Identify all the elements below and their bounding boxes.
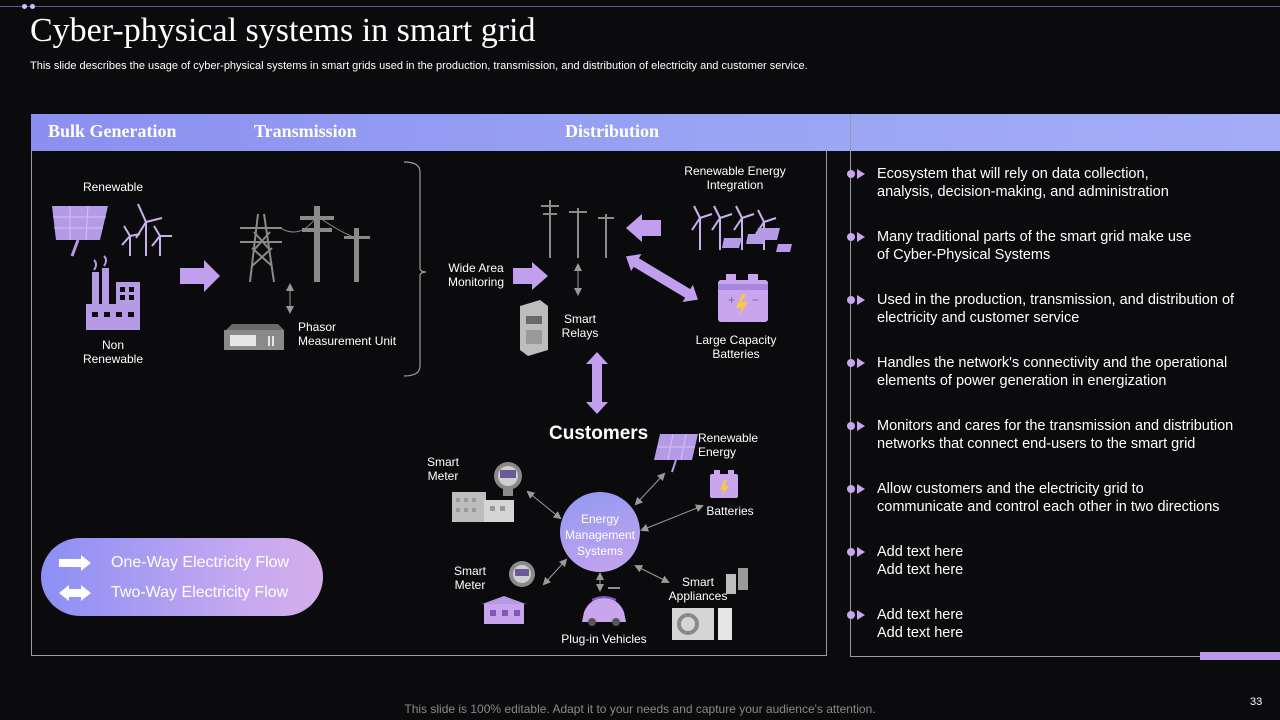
bullet-line-1: Used in the production, transmission, an… [877,292,1235,308]
label-smart-appliances: Smart Appliances [668,575,728,603]
decor-dot [30,4,35,9]
bullet-text: Handles the network's connectivity and t… [877,354,1277,390]
bullet-line-2: electricity and customer service [877,310,1080,326]
one-way-arrow-icon [513,262,548,290]
smart-meter-icon [494,462,522,496]
label-smart-relays: Smart Relays [561,312,599,340]
bullet-icon [847,484,865,494]
bullet-line-1: Handles the network's connectivity and t… [877,355,1228,371]
label-renewable-energy: Renewable Energy [698,431,759,459]
bullet-icon [847,232,865,242]
distribution-poles-icon [541,200,614,258]
two-way-arrow-icon [625,253,699,303]
bullet-text: Used in the production, transmission, an… [877,291,1277,327]
bullet-line-2: communicate and control each other in tw… [877,499,1220,515]
bullet-line-2: analysis, decision-making, and administr… [877,184,1169,200]
battery-icon: + − [718,274,768,322]
decor-dot [22,4,27,9]
solar-panel-icon [52,205,108,257]
label-renewable: Renewable [82,180,144,194]
label-plugin-vehicles: Plug-in Vehicles [561,632,647,646]
label-renewable-energy-integration: Renewable Energy Integration [684,164,786,192]
bullet-line-1: Monitors and cares for the transmission … [877,418,1234,434]
bullet-line-1: Allow customers and the electricity grid… [877,481,1144,497]
building-icon [452,492,514,522]
bullet-icon [847,169,865,179]
bullet-line-2: Add text here [877,625,964,641]
bullet-icon [847,358,865,368]
solar-array-icon [722,228,792,252]
bullet-icon [847,610,865,620]
page-number: 33 [1250,696,1263,708]
one-way-arrow-icon [59,555,91,571]
house-icon [482,596,526,624]
diagram-frame [31,150,827,656]
legend-one-way: One-Way Electricity Flow [111,554,290,571]
bullet-line-1: Add text here [877,544,964,560]
bullet-line-1: Many traditional parts of the smart grid… [877,229,1192,245]
solar-panel-icon [654,433,698,473]
bullet-icon [847,295,865,305]
battery-icon [710,470,738,498]
svg-text:−: − [752,293,759,307]
bullet-text: Ecosystem that will rely on data collect… [877,165,1277,201]
phasor-measurement-device-icon [224,324,284,350]
wind-farm-icon [691,205,777,250]
bullet-icon [847,421,865,431]
label-phasor-unit: Phasor Measurement Unit [298,320,397,348]
bullet-line-1: Ecosystem that will rely on data collect… [877,166,1149,182]
wind-turbine-icon [121,203,172,256]
label-smart-meter-1: Smart Meter [426,455,459,483]
smart-meter-icon [509,561,535,587]
two-way-arrow-icon [59,585,91,601]
bullet-text: Many traditional parts of the smart grid… [877,228,1277,264]
svg-text:+: + [728,293,735,307]
bullet-line-2: of Cyber-Physical Systems [877,247,1051,263]
divider-line [850,114,851,657]
one-way-arrow-icon [626,214,661,242]
legend-two-way: Two-Way Electricity Flow [111,584,289,601]
power-pole-icon [281,206,370,282]
label-energy-management-systems: Energy Management Systems [564,512,636,558]
bullet-text: Monitors and cares for the transmission … [877,417,1277,453]
label-non-renewable: Non Renewable [82,338,144,366]
bullet-line-2: elements of power generation in energiza… [877,373,1167,389]
bullet-text: Allow customers and the electricity grid… [877,480,1277,516]
header-distribution: Distribution [565,121,660,141]
bottom-rule [850,656,1200,657]
factory-icon [86,255,140,330]
header-bulk-generation: Bulk Generation [48,121,177,141]
header-transmission: Transmission [254,121,357,141]
label-wide-area-monitoring: Wide Area Monitoring [447,261,505,289]
bullet-icon [847,547,865,557]
bullet-line-2: networks that connect end-users to the s… [877,436,1196,452]
top-rule [0,6,1280,7]
transmission-tower-icon [240,213,282,283]
one-way-arrow-icon [180,260,220,292]
label-batteries: Batteries [706,504,754,518]
footer-note: This slide is 100% editable. Adapt it to… [404,702,876,716]
electric-car-icon [582,587,626,626]
label-large-capacity-batteries: Large Capacity Batteries [695,333,777,361]
header-bar [31,114,1280,151]
bracket [403,161,427,377]
slide-subtitle: This slide describes the usage of cyber-… [30,60,808,72]
smart-relay-icon [520,300,548,356]
two-way-arrow-icon [586,352,608,414]
bullet-line-2: Add text here [877,562,964,578]
label-customers: Customers [549,423,649,444]
appliance-icon [672,568,748,640]
legend: One-Way Electricity Flow Two-Way Electri… [41,538,323,616]
bullet-line-1: Add text here [877,607,964,623]
accent-bar [1200,652,1280,660]
slide-title: Cyber-physical systems in smart grid [30,12,536,49]
label-smart-meter-2: Smart Meter [453,564,486,592]
energy-management-systems-node: Energy Management Systems [560,492,640,572]
